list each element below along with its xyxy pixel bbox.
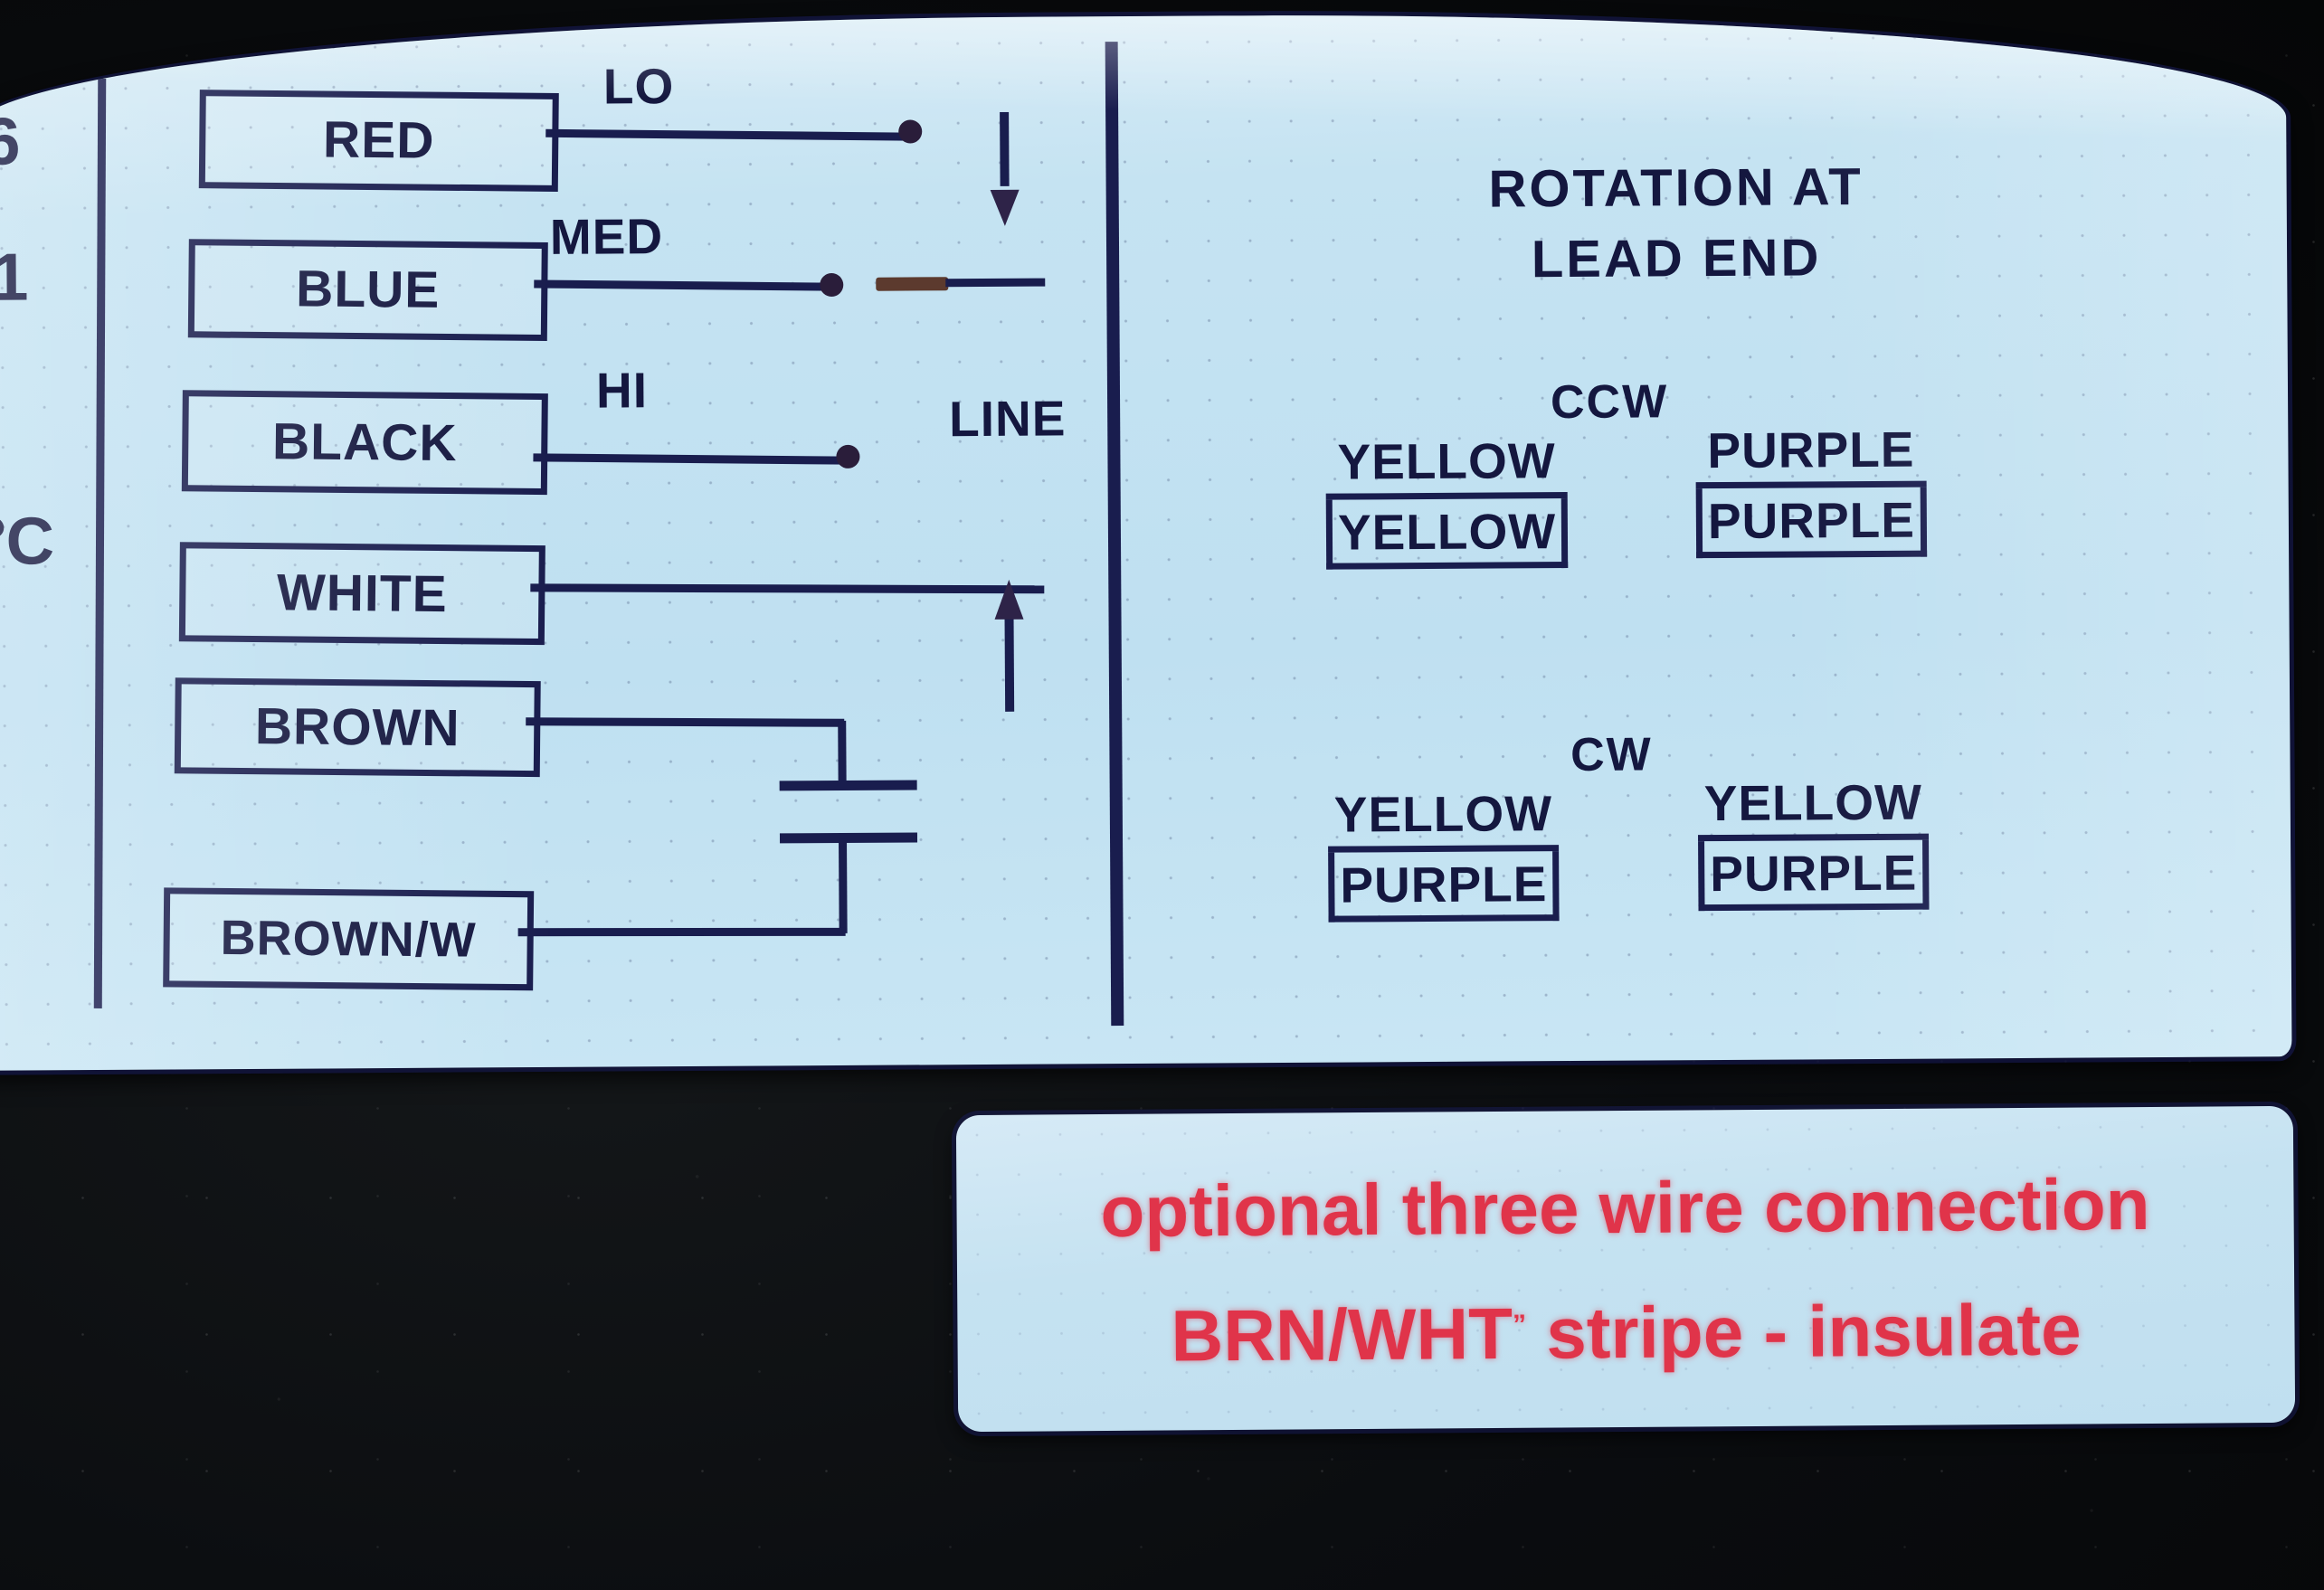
left-divider-rule xyxy=(93,78,107,1008)
note-line-1: optional three wire connection xyxy=(1100,1163,2150,1253)
med-jumper-stub xyxy=(876,277,949,291)
wiring-diagram-sticker: 6 1 °C RED BLUE BLACK WHITE BROWN BROWN/… xyxy=(0,9,2292,1071)
ccw-pair-2: PURPLE PURPLE xyxy=(1695,420,1928,559)
cw-pair-2-top: YELLOW xyxy=(1697,772,1930,842)
wire-label: BLUE xyxy=(295,260,441,319)
speed-tap-label-lo: LO xyxy=(602,58,675,115)
rotation-group-label-cw: CW xyxy=(1570,728,1653,782)
center-divider-rule xyxy=(1105,42,1124,1027)
cw-pair-2: YELLOW PURPLE xyxy=(1697,772,1930,912)
edge-clipped-text-0: 6 xyxy=(0,103,20,179)
wire-med-jumper-to-line xyxy=(945,278,1046,288)
speed-tap-label-hi: HI xyxy=(595,362,649,419)
wire-box-red: RED xyxy=(198,90,559,192)
wire-black-to-hi xyxy=(533,453,847,465)
cw-pair-1: YELLOW PURPLE xyxy=(1327,784,1560,923)
optional-connection-note-sticker: optional three wire connection BRN/WHT” … xyxy=(955,1105,2296,1433)
wire-label: BROWN/W xyxy=(220,910,477,968)
wire-brownw-run xyxy=(517,927,846,937)
wire-label: BLACK xyxy=(271,412,458,472)
rotation-panel-title-line2: LEAD END xyxy=(1531,228,1822,289)
hi-terminal-node xyxy=(836,444,860,468)
neutral-arrow-up-icon xyxy=(988,578,1030,718)
wire-brownw-down-from-cap xyxy=(839,838,848,933)
ccw-pair-2-bottom: PURPLE xyxy=(1695,487,1928,559)
speed-tap-label-med: MED xyxy=(549,208,664,265)
wire-label: RED xyxy=(322,110,435,170)
wire-label: WHITE xyxy=(276,563,448,623)
ccw-pair-1: YELLOW YELLOW xyxy=(1325,431,1569,570)
wire-brown-run xyxy=(526,717,845,727)
rotation-panel-title-line1: ROTATION AT xyxy=(1488,157,1864,219)
cw-pair-1-bottom: PURPLE xyxy=(1328,851,1560,923)
note-line-2-superscript: ” xyxy=(1512,1310,1527,1340)
wire-box-white: WHITE xyxy=(178,542,545,646)
capacitor-plate-top xyxy=(779,780,917,791)
wire-box-blue: BLUE xyxy=(187,239,548,342)
rotation-panel: ROTATION AT LEAD END CCW YELLOW YELLOW P… xyxy=(1145,10,2210,1029)
line-arrow-down-icon xyxy=(983,111,1026,234)
note-line-2-suffix: stripe - insulate xyxy=(1525,1289,2082,1374)
wire-box-brown-w: BROWN/W xyxy=(163,887,535,991)
note-halftone-texture xyxy=(955,1105,2296,1433)
cw-pair-2-bottom: PURPLE xyxy=(1698,839,1930,912)
wire-red-to-lo xyxy=(545,128,908,141)
edge-clipped-text-2: °C xyxy=(0,503,54,579)
line-label: LINE xyxy=(948,390,1067,448)
wire-brown-down-to-cap xyxy=(838,720,847,782)
wire-blue-to-med xyxy=(534,279,831,291)
rotation-group-label-ccw: CCW xyxy=(1550,375,1669,430)
lo-terminal-node xyxy=(898,119,923,144)
wire-box-brown: BROWN xyxy=(174,677,541,778)
cw-pair-1-top: YELLOW xyxy=(1327,784,1560,853)
ccw-pair-1-top: YELLOW xyxy=(1325,431,1568,500)
capacitor-plate-bottom xyxy=(779,832,918,844)
ccw-pair-2-top: PURPLE xyxy=(1695,420,1927,489)
ccw-pair-1-bottom: YELLOW xyxy=(1325,498,1569,570)
wire-box-black: BLACK xyxy=(181,390,548,496)
wire-label: BROWN xyxy=(254,696,460,757)
edge-clipped-text-1: 1 xyxy=(0,239,28,315)
med-terminal-node xyxy=(820,272,844,298)
note-line-2-prefix: BRN/WHT xyxy=(1171,1292,1513,1377)
note-line-2: BRN/WHT” stripe - insulate xyxy=(957,1287,2295,1379)
wire-white-run xyxy=(530,583,1045,594)
